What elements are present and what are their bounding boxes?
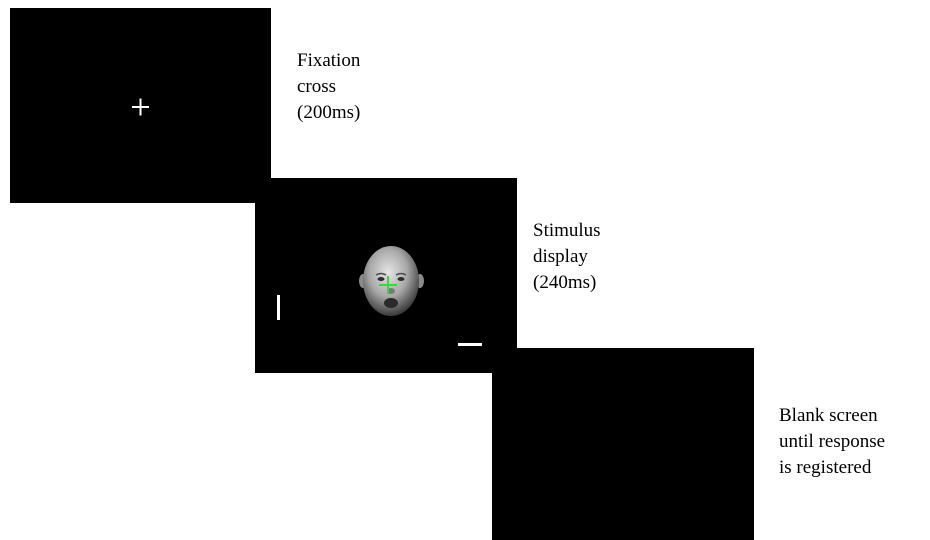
stimulus-screen	[255, 178, 517, 373]
fixation-caption: Fixation cross (200ms)	[297, 48, 360, 126]
vertical-target-line	[277, 295, 280, 320]
caption-line: display	[533, 246, 588, 267]
horizontal-target-line	[458, 343, 482, 346]
blank-caption: Blank screen until response is registere…	[779, 403, 885, 481]
stimulus-fixation-cross-icon	[379, 276, 397, 294]
caption-line: is registered	[779, 457, 872, 478]
fixation-cross-vertical	[139, 98, 142, 116]
caption-line: (240ms)	[533, 272, 597, 293]
caption-line: Blank screen	[779, 405, 878, 426]
stimulus-cross-vertical	[387, 276, 389, 294]
stimulus-caption: Stimulus display (240ms)	[533, 218, 601, 296]
stimulus-display	[277, 246, 482, 346]
caption-line: (200ms)	[297, 102, 361, 123]
fixation-screen	[10, 8, 271, 203]
baby-face-icon	[359, 246, 424, 316]
caption-line: Fixation	[297, 50, 361, 71]
caption-line: cross	[297, 76, 337, 97]
caption-line: Stimulus	[533, 220, 601, 241]
caption-line: until response	[779, 431, 886, 452]
blank-screen	[492, 348, 754, 540]
fixation-cross-icon	[132, 98, 149, 116]
